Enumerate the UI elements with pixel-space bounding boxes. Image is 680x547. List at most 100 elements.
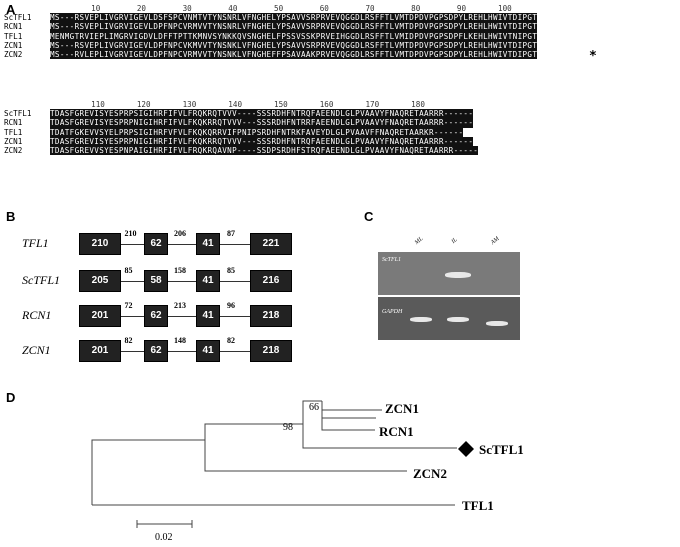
gel-band	[445, 272, 471, 278]
exon-box: 221	[250, 233, 292, 255]
sequence-name: TFL1	[4, 127, 23, 137]
bootstrap-value-66: 66	[309, 402, 319, 413]
intron-length: 158	[174, 266, 186, 275]
alignment-block-2-row: ZCN1 TDASFGREVISYESPRPNIGIHRFIFVLFKQKRRQT…	[4, 136, 478, 146]
intron-length: 96	[227, 301, 235, 310]
intron-line	[166, 351, 196, 352]
panel-label-c: C	[364, 209, 374, 224]
sequence-residues: MS---RSVEPLIVGRVIGEVLDPFNPCVKMVVTYNSNKLV…	[50, 40, 538, 50]
sequence-residues: MS---RVLEPLIVGRVIGEVLDPFNPCVRMVVTYNSNKLV…	[50, 49, 538, 60]
gel-band	[410, 317, 432, 322]
sequence-residues: MS---RSVEPLIVGRVIGEVLDSFSPCVNMTVTYNSNRLV…	[50, 13, 538, 23]
exon-box: 41	[196, 305, 220, 327]
panel-label-a: A	[6, 2, 16, 17]
sequence-name: ZCN1	[4, 40, 23, 50]
intron-length: 85	[227, 266, 235, 275]
intron-line	[166, 244, 196, 245]
diamond-icon	[458, 441, 474, 457]
intron-length: 87	[227, 229, 235, 238]
intron-line	[218, 351, 250, 352]
gel-band	[486, 321, 508, 326]
sequence-name: ScTFL1	[4, 109, 32, 119]
panel-label-d: D	[6, 390, 16, 405]
tree-branch	[302, 424, 457, 449]
intron-line	[218, 281, 250, 282]
scale-bar	[136, 520, 193, 528]
tree-branch	[91, 439, 205, 505]
alignment-block-2-row: ScTFL1 TDASFGREVISYESPRPSIGIHRFIFVLFRQKRQ…	[4, 109, 478, 119]
exon-box: 62	[144, 233, 168, 255]
exon-box: 41	[196, 233, 220, 255]
sequence-residues: TDASFGREVISYESPRPNIGIHRFIFVLFKQKRRQTVVV-…	[50, 136, 474, 146]
sequence-name: ZCN1	[4, 136, 23, 146]
intron-length: 210	[124, 229, 137, 238]
tree-taxon-zcn2: ZCN2	[413, 466, 447, 481]
exon-box: 205	[79, 270, 121, 292]
gel-lane-label: AM	[490, 235, 501, 247]
intron-length: 148	[174, 336, 186, 345]
intron-line	[218, 316, 250, 317]
scale-bar-label: 0.02	[155, 532, 173, 543]
gel-lane-label: IL	[450, 236, 459, 246]
tree-taxon-zcn1: ZCN1	[385, 401, 419, 416]
sequence-name: ZCN2	[4, 145, 23, 155]
intron-line	[119, 244, 144, 245]
alignment-block-1-ruler: 10 20 30 40 50 60 70 80 90 100	[50, 4, 512, 13]
gel-row-label: ScTFL1	[382, 257, 402, 263]
exon-box: 218	[250, 305, 292, 327]
alignment-marker-asterisk: *	[589, 49, 597, 64]
sequence-name: ScTFL1	[4, 13, 32, 23]
bootstrap-value-98: 98	[283, 422, 293, 433]
exon-box: 201	[79, 340, 121, 362]
sequence-name: TFL1	[4, 31, 23, 41]
sequence-residues: TDASFGREVVSYESPNPAIGIHRFIFVLFRQKRQAVNP--…	[50, 145, 479, 156]
alignment-block-1-row: ScTFL1 MS---RSVEPLIVGRVIGEVLDSFSPCVNMTVTY…	[4, 13, 538, 23]
tree-branch	[204, 423, 303, 440]
intron-line	[218, 244, 250, 245]
alignment-block-2-row: TFL1 TDATFGKEVVSYELPRPSIGIHRFVFVLFKQKQRRV…	[4, 127, 478, 137]
alignment-block-1-row: TFL1 MENMGTRVIEPLIMGRVIGDVLDFFTPTTKMNVSYN…	[4, 31, 538, 41]
intron-length: 82	[124, 336, 133, 345]
alignment-block-2-row: ZCN2 TDASFGREVVSYESPNPAIGIHRFIFVLFRQKRQAV…	[4, 145, 479, 156]
intron-line	[119, 351, 144, 352]
gene-label: TFL1	[22, 236, 49, 250]
sequence-residues: MENMGTRVIEPLIMGRVIGDVLDFFTPTTKMNVSYNKKQV…	[50, 31, 538, 41]
intron-length: 85	[124, 266, 133, 275]
alignment-block-2-ruler: 110 120 130 140 150 160 170 180	[50, 100, 425, 109]
exon-box: 201	[79, 305, 121, 327]
panel-label-b: B	[6, 209, 16, 224]
exon-box: 62	[144, 340, 168, 362]
exon-box: 218	[250, 340, 292, 362]
intron-length: 213	[174, 301, 186, 310]
sequence-name: RCN1	[4, 22, 23, 32]
gene-label: ScTFL1	[22, 273, 61, 287]
sequence-residues: TDASFGREVISYESPRPNIGIHRFIFVLFKQKRRQTVVV-…	[50, 118, 474, 128]
tree-branch	[204, 440, 407, 472]
exon-box: 58	[144, 270, 168, 292]
sequence-residues: TDASFGREVISYESPRPSIGIHRFIFVLFRQKRQTVVV--…	[50, 109, 474, 119]
gel-band	[447, 317, 469, 322]
tree-taxon-sctfl1: ScTFL1	[479, 442, 524, 457]
tree-branch	[321, 410, 375, 431]
sequence-name: ZCN2	[4, 49, 23, 59]
gene-label: ZCN1	[22, 343, 51, 357]
exon-box: 216	[250, 270, 292, 292]
sequence-residues: TDATFGKEVVSYELPRPSIGIHRFVFVLFKQKQRRVIFPN…	[50, 127, 464, 137]
gel-row-label: GAPDH	[382, 309, 403, 315]
gel-lane-label: ML	[414, 236, 425, 246]
exon-box: 62	[144, 305, 168, 327]
intron-line	[166, 281, 196, 282]
intron-line	[166, 316, 196, 317]
alignment-block-1-row: ZCN2 MS---RVLEPLIVGRVIGEVLDPFNPCVRMVVTYNS…	[4, 49, 538, 60]
exon-box: 210	[79, 233, 121, 255]
intron-length: 72	[124, 301, 133, 310]
intron-line	[119, 281, 144, 282]
tree-taxon-rcn1: RCN1	[379, 424, 414, 439]
exon-box: 41	[196, 340, 220, 362]
tree-taxon-tfl1: TFL1	[462, 498, 494, 513]
intron-line	[119, 316, 144, 317]
